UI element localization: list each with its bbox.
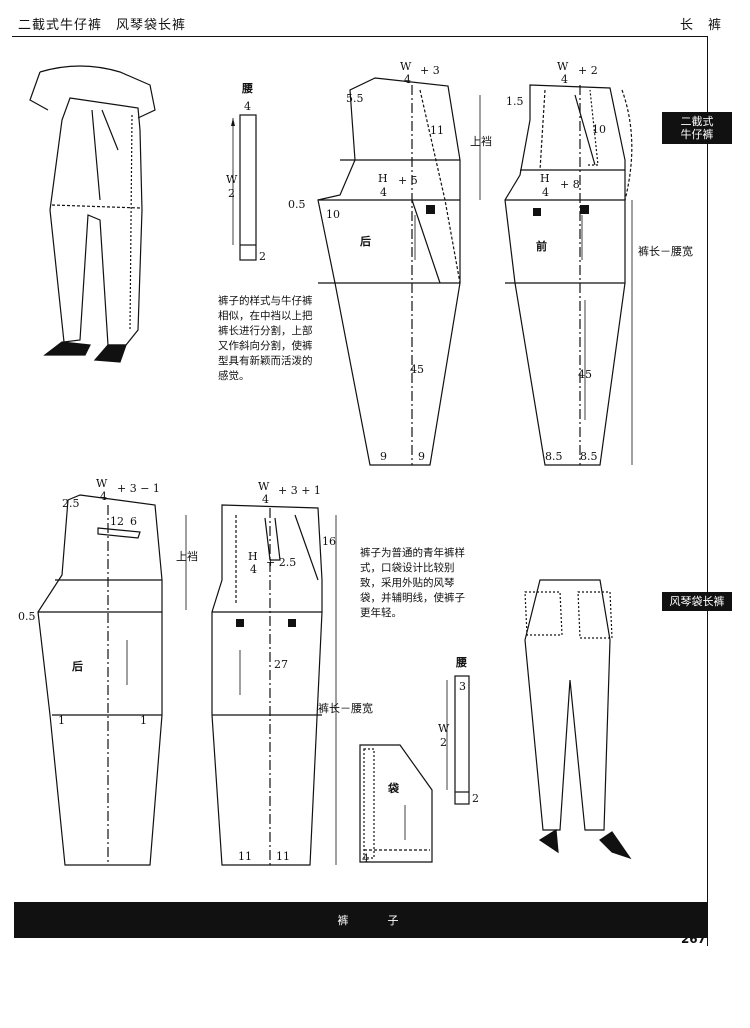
label-6: 6 bbox=[130, 515, 137, 528]
footer-band bbox=[14, 902, 707, 938]
label-12: 12 bbox=[110, 515, 124, 528]
label-waist-top: 腰 bbox=[241, 82, 253, 95]
pocket-piece bbox=[359, 744, 433, 863]
label-45-front: 45 bbox=[578, 368, 592, 381]
label-10-front: 10 bbox=[592, 123, 606, 136]
label-3: 3 bbox=[459, 680, 466, 693]
measure-labels: 腰 4 W 2 2 W 4 + 3 5.5 11 H 4 + 5 0.5 10 … bbox=[18, 60, 693, 865]
label-w-front: W bbox=[557, 60, 569, 73]
label-10: 10 bbox=[326, 208, 340, 221]
label-h-fb: H bbox=[248, 550, 258, 563]
label-pocket: 袋 bbox=[387, 781, 400, 795]
footer-band-text: 裤 子 bbox=[337, 914, 413, 927]
label-h-front: H bbox=[540, 172, 550, 185]
label-front: 前 bbox=[536, 239, 547, 253]
header-title-right: 长 裤 bbox=[679, 18, 722, 33]
label-w-fb: W bbox=[258, 480, 270, 493]
label-11: 11 bbox=[430, 124, 444, 137]
pattern-front-bottom bbox=[185, 504, 337, 866]
label-1a: 1 bbox=[58, 714, 65, 727]
label-w-back: W bbox=[400, 60, 412, 73]
label-4-fb: 4 bbox=[262, 493, 269, 506]
label-4-hfb: 4 bbox=[250, 563, 257, 576]
waistband-top bbox=[231, 114, 257, 261]
label-plus3-plus1: + 3 + 1 bbox=[278, 484, 321, 497]
label-9a: 9 bbox=[380, 450, 387, 463]
label-4-front: 4 bbox=[561, 73, 568, 86]
label-2b: 2 bbox=[259, 250, 266, 263]
label-length-bottom: 裤长－腰宽 bbox=[318, 701, 373, 715]
label-0-5: 0.5 bbox=[288, 198, 306, 211]
label-4-back: 4 bbox=[404, 73, 411, 86]
label-11b: 11 bbox=[276, 850, 290, 863]
label-45: 45 bbox=[410, 363, 424, 376]
header-rule bbox=[12, 36, 707, 37]
side-tab-accordion-pocket: 风琴袋长裤 bbox=[662, 592, 732, 611]
label-2: 2 bbox=[228, 187, 235, 200]
label-2-wb: 2 bbox=[440, 736, 447, 749]
header-title-left: 二截式牛仔裤 风琴袋长裤 bbox=[18, 18, 187, 33]
pattern-back-top bbox=[317, 77, 481, 466]
label-8-5b: 8.5 bbox=[580, 450, 598, 463]
side-tab-jeans: 二截式 牛仔裤 bbox=[662, 112, 732, 144]
label-back: 后 bbox=[360, 234, 371, 248]
label-plus3: + 3 bbox=[420, 64, 440, 77]
label-rise-bottom: 上裆 bbox=[176, 550, 198, 563]
label-0-5-bb: 0.5 bbox=[18, 610, 36, 623]
label-2-5: 2.5 bbox=[62, 497, 80, 510]
side-tab-jeans-label: 二截式 牛仔裤 bbox=[680, 115, 714, 141]
description-top: 裤子的样式与牛仔裤相似，在中裆以上把裤长进行分割，上部又作斜向分割，使裤型具有新… bbox=[218, 295, 313, 382]
label-w-wb: W bbox=[438, 722, 450, 735]
label-back-bb: 后 bbox=[72, 659, 83, 673]
label-4-hf: 4 bbox=[542, 186, 549, 199]
label-plus3-minus1: + 3 − 1 bbox=[117, 482, 160, 495]
pattern-front-top bbox=[504, 84, 633, 466]
figure-accordion-illustration bbox=[524, 579, 632, 860]
label-1-5: 1.5 bbox=[506, 95, 524, 108]
label-plus5: + 5 bbox=[398, 174, 418, 187]
label-16: 16 bbox=[322, 535, 336, 548]
label-length-top: 裤长－腰宽 bbox=[638, 244, 693, 258]
waistband-bottom bbox=[446, 675, 470, 805]
pattern-back-bottom bbox=[37, 494, 163, 866]
label-w: W bbox=[226, 173, 238, 186]
label-plus8: + 8 bbox=[560, 178, 580, 191]
label-4-bb: 4 bbox=[100, 490, 107, 503]
label-1b: 1 bbox=[140, 714, 147, 727]
figure-jeans-illustration bbox=[29, 65, 156, 363]
label-rise-top: 上裆 bbox=[470, 135, 492, 148]
label-9b: 9 bbox=[418, 450, 425, 463]
label-5-5: 5.5 bbox=[346, 92, 364, 105]
page-number: 267 bbox=[680, 932, 706, 946]
description-bottom: 裤子为普通的青年裤样式，口袋设计比较别致，采用外贴的风琴袋，并辅明线，使裤子更年… bbox=[360, 547, 465, 619]
label-8-5a: 8.5 bbox=[545, 450, 563, 463]
label-4-h: 4 bbox=[380, 186, 387, 199]
label-11a: 11 bbox=[238, 850, 252, 863]
label-waist-bottom: 腰 bbox=[455, 656, 467, 669]
side-tab-accordion-label: 风琴袋长裤 bbox=[669, 595, 725, 608]
label-plus2: + 2 bbox=[578, 64, 598, 77]
label-4-pocket: 4 bbox=[362, 852, 369, 865]
label-w-bb: W bbox=[96, 477, 108, 490]
label-27: 27 bbox=[274, 658, 288, 671]
margin-rule bbox=[707, 36, 708, 946]
label-4: 4 bbox=[244, 100, 251, 113]
label-plus2-5: + 2.5 bbox=[266, 556, 296, 569]
label-h: H bbox=[378, 172, 388, 185]
label-2-wb2: 2 bbox=[472, 792, 479, 805]
